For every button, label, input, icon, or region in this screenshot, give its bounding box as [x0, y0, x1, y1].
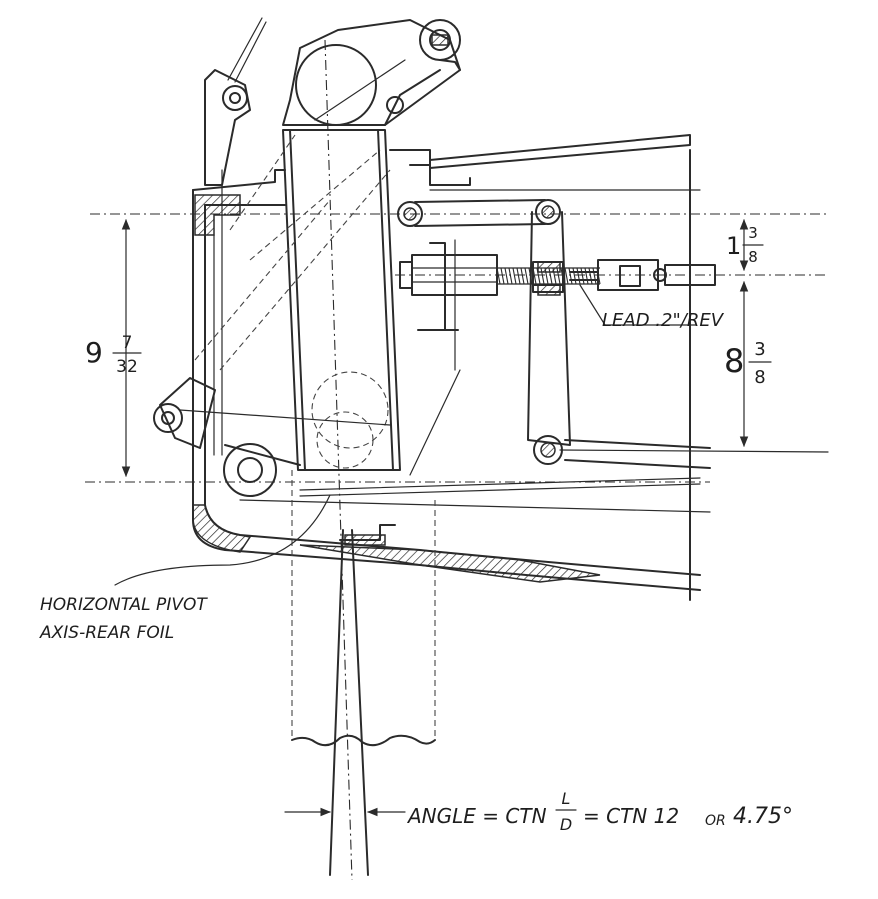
lower-left-pin [153, 403, 183, 433]
hatched-bottom-plate [299, 544, 601, 583]
strut-centerline [324, 39, 353, 881]
strut-top-ring [295, 44, 377, 126]
lead-label: LEAD .2"/REV [602, 310, 725, 331]
lower-right-reference-line [559, 449, 829, 453]
formula-or: OR [705, 813, 726, 829]
lower-arm-pin [533, 435, 563, 465]
pivot-leader [114, 494, 331, 586]
dimension-text: 9 7 32 1 3 8 8 3 8 LEAD .2"/REV HORIZONT… [39, 224, 793, 834]
lead-leader [579, 284, 696, 326]
strut-outline [282, 129, 401, 471]
top-linkage [204, 17, 461, 186]
top-dim-numerator: 3 [748, 224, 758, 242]
coupling [597, 259, 659, 291]
left-lever [204, 69, 251, 186]
top-dim-whole: 1 [726, 232, 741, 260]
foil-right-edge [351, 529, 369, 876]
dimension-lines [114, 218, 749, 817]
formula-result: 4.75° [733, 804, 793, 829]
pivot-label-line2: AXIS-REAR FOIL [39, 623, 174, 643]
formula-fraction-numerator: L [562, 789, 571, 808]
upper-right-pin [535, 199, 561, 225]
upper-hull-plate [429, 134, 691, 169]
screw-nut-housing [411, 254, 498, 296]
upper-left-pin [397, 201, 423, 227]
formula-fraction-denominator: D [560, 815, 572, 834]
foil-left-edge [329, 529, 344, 876]
bearing-flange [429, 242, 446, 331]
hull-bracket [192, 134, 711, 601]
right-dim-denominator: 8 [754, 367, 765, 388]
left-dim-denominator: 32 [116, 357, 138, 377]
left-dim-numerator: 7 [122, 333, 133, 353]
top-flange [389, 149, 471, 186]
left-dim-whole: 9 [85, 336, 103, 369]
strut-tube [194, 59, 436, 876]
strut-break-line [291, 734, 436, 747]
formula-prefix: ANGLE = CTN [406, 804, 547, 828]
hatched-top-block [194, 194, 241, 236]
right-dim-numerator: 3 [754, 339, 765, 360]
lead-screw [399, 242, 716, 331]
top-dim-denominator: 8 [748, 248, 758, 266]
formula-suffix: = CTN 12 [583, 804, 679, 828]
pivot-label-line1: HORIZONTAL PIVOT [40, 595, 208, 615]
linkage-arms [153, 199, 571, 497]
hatched-corner [192, 504, 252, 553]
right-dim-whole: 8 [724, 342, 744, 380]
vertical-arm [527, 211, 571, 446]
bracket-outer-outline [192, 189, 701, 591]
rear-foil-pivot [223, 443, 277, 497]
screw-threads [496, 267, 601, 285]
